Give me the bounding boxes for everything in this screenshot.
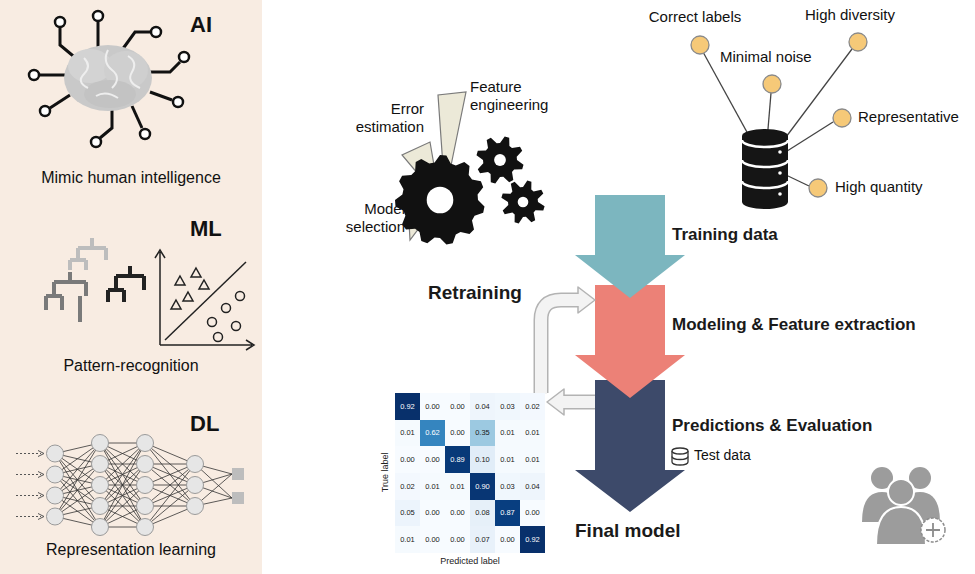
quality-label: Model selection	[335, 200, 405, 236]
quality-label: Correct labels	[640, 8, 750, 26]
table-cell: 0.00	[445, 393, 470, 420]
table-cell: 0.00	[420, 446, 445, 473]
table-cell: 0.00	[445, 526, 470, 553]
feedback-arrow	[547, 389, 595, 415]
table-cell: 0.00	[495, 526, 520, 553]
field-panel: AI Mimic human intelligenceML Pattern-reco…	[0, 0, 262, 574]
table-cell: 0.92	[395, 393, 420, 420]
table-cell: 0.08	[470, 500, 495, 527]
node-label: True label	[380, 432, 391, 512]
flow-stage: Modeling & Feature extraction	[595, 285, 975, 380]
node-label: Training data	[672, 225, 972, 245]
table-cell: 0.07	[470, 526, 495, 553]
brain-icon	[29, 11, 189, 147]
node-label: Final model	[575, 520, 725, 543]
matrix-grid: 0.920.000.000.040.030.020.010.620.000.35…	[395, 393, 545, 553]
node-label: Predictions & Evaluation	[672, 416, 972, 436]
test-data-icon	[672, 448, 688, 465]
scatter-plot	[155, 250, 254, 350]
quality-label: High diversity	[805, 6, 915, 24]
table-cell: 0.00	[445, 500, 470, 527]
node-label: ML	[190, 216, 250, 242]
neural-network	[16, 435, 244, 536]
table-cell: 0.02	[395, 473, 420, 500]
table-cell: 0.00	[395, 446, 420, 473]
node-label: Retraining	[410, 282, 540, 305]
node-label: Test data	[694, 447, 844, 464]
table-cell: 0.01	[395, 420, 420, 447]
node-label: Pattern-recognition	[0, 356, 262, 375]
quality-label: Feature engineering	[470, 78, 562, 114]
table-cell: 0.00	[520, 500, 545, 527]
gear-icon	[395, 137, 545, 245]
table-cell: 0.01	[420, 473, 445, 500]
table-cell: 0.87	[495, 500, 520, 527]
table-cell: 0.00	[420, 393, 445, 420]
quality-label: Minimal noise	[720, 48, 830, 66]
table-cell: 0.05	[395, 500, 420, 527]
node-label: Mimic human intelligence	[0, 168, 262, 187]
node-label: Representation learning	[0, 540, 262, 559]
table-cell: 0.01	[495, 446, 520, 473]
people-icon	[862, 467, 945, 545]
node-label: AI	[190, 12, 250, 38]
flow-stage: Predictions & EvaluationTest dataFinal m…	[595, 380, 975, 545]
table-cell: 0.92	[520, 526, 545, 553]
table-cell: 0.04	[470, 393, 495, 420]
data-quality-dots	[691, 33, 867, 197]
table-cell: 0.03	[495, 393, 520, 420]
node-label: Modeling & Feature extraction	[672, 315, 972, 335]
table-cell: 0.01	[395, 526, 420, 553]
table-cell: 0.01	[520, 446, 545, 473]
table-cell: 0.03	[495, 473, 520, 500]
quality-label: Representative	[858, 108, 973, 126]
table-cell: 0.04	[520, 473, 545, 500]
flow-arrow	[575, 195, 685, 512]
quality-label: High quantity	[835, 178, 955, 196]
table-cell: 0.00	[420, 526, 445, 553]
table-cell: 0.01	[495, 420, 520, 447]
retraining-step: Retraining	[410, 280, 540, 310]
data-quality-leaders	[703, 49, 852, 186]
node-label: DL	[190, 411, 250, 437]
table-cell: 0.01	[520, 420, 545, 447]
node-label: Predicted label	[395, 556, 545, 567]
tree-icons	[46, 238, 144, 322]
table-cell: 0.90	[470, 473, 495, 500]
table-cell: 0.01	[445, 473, 470, 500]
table-cell: 0.10	[470, 446, 495, 473]
table-cell: 0.02	[520, 393, 545, 420]
database-icon	[742, 129, 788, 209]
side-panel	[0, 0, 262, 574]
table-cell: 0.35	[470, 420, 495, 447]
flow-stage: Training data	[595, 195, 975, 285]
table-cell: 0.62	[420, 420, 445, 447]
table-cell: 0.00	[420, 500, 445, 527]
feedback-arrow	[541, 287, 595, 394]
quality-label: Error estimation	[348, 100, 424, 136]
table-cell: 0.89	[445, 446, 470, 473]
table-cell: 0.00	[445, 420, 470, 447]
